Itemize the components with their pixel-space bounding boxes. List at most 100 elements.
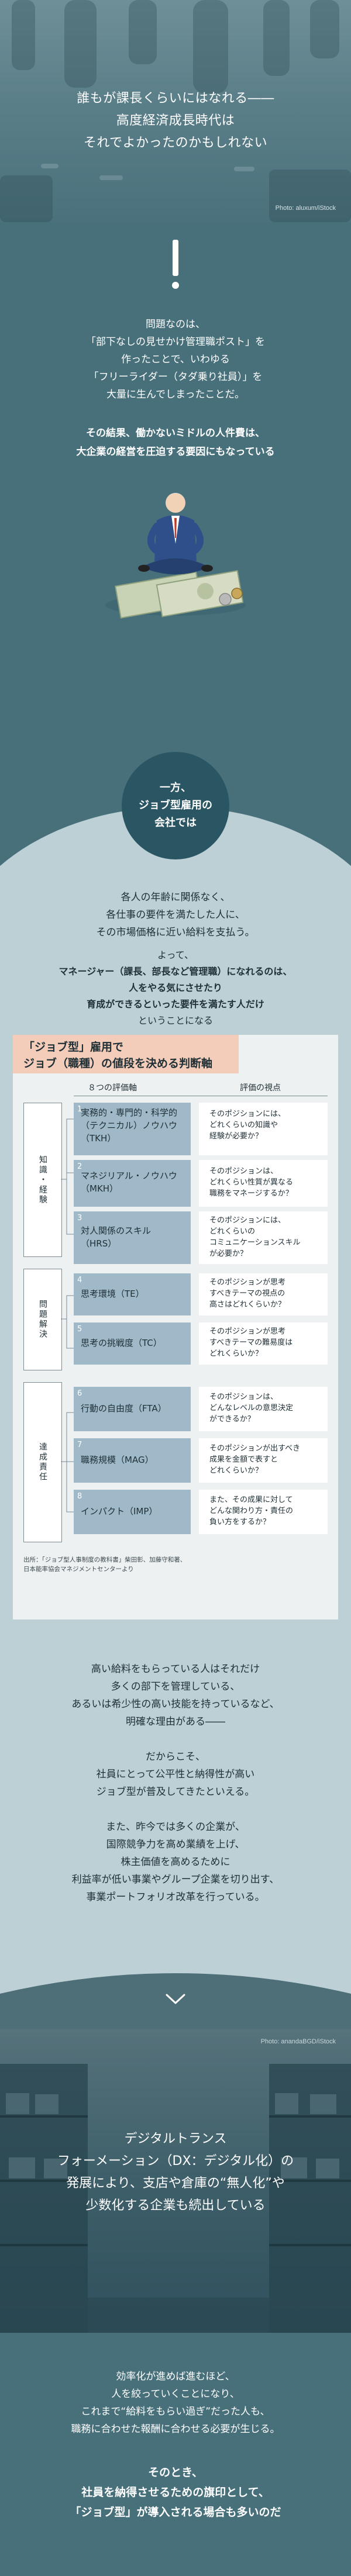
viewpoint-line: すべきテーマの難易度は	[209, 1338, 293, 1347]
viewpoint-3: そのポジションには、 どれくらいの コミュニケーションスキル が必要か？	[199, 1211, 328, 1264]
reasoning-line: 明確な理由がある――	[126, 1716, 225, 1728]
reasoning-line: 株主価値を高めるために	[121, 1856, 230, 1868]
reasoning-line: あるいは希少性の高い技能を持っているなど、	[71, 1698, 280, 1710]
viewpoint-line: が必要か？	[209, 1249, 248, 1258]
conclusion-line: 人を絞っていくことになり、	[111, 2388, 240, 2400]
exclamation-icon	[172, 240, 179, 289]
circle-line: 一方、	[160, 782, 191, 794]
problem-line: 作ったことで、いわゆる	[121, 354, 230, 365]
problem-section	[0, 222, 351, 737]
reasoning-text-2: だからこそ、 社員にとって公平性と納得性が高い ジョブ型が普及してきたといえる。	[0, 1748, 351, 1801]
viewpoint-6: そのポジションは、 どんなレベルの意思決定 ができるか？	[199, 1387, 328, 1431]
source-line: 日本能率協会マネジメントセンターより	[23, 1566, 134, 1573]
viewpoint-line: どんなレベルの意思決定	[209, 1404, 294, 1413]
item-label-line: 行動の自由度（FTA）	[81, 1403, 167, 1414]
reasoning-line: また、昨今では多くの企業が、	[106, 1821, 245, 1833]
axis-item-6: 6 行動の自由度（FTA）	[74, 1387, 191, 1431]
problem-text: 問題なのは、 「部下なしの見せかけ管理職ポスト」を 作ったことで、いわゆる 「フ…	[0, 316, 351, 403]
problem-line: 「部下なしの見せかけ管理職ポスト」を	[86, 336, 265, 348]
column-header-axes: ８つの評価軸	[88, 1083, 137, 1093]
viewpoint-line: そのポジションが思考	[209, 1327, 286, 1336]
photo-credit: Photo: anandaBGD/iStock	[260, 2038, 336, 2045]
item-label-line: 対人関係のスキル	[81, 1225, 152, 1236]
viewpoint-line: 成果を金額で表すと	[209, 1455, 278, 1464]
viewpoint-line: そのポジションは、	[209, 1167, 278, 1176]
viewpoint-text: そのポジションは、 どれくらい性質が異なる 職務をマネージするか？	[209, 1166, 321, 1199]
group-label-accountability: 達成責任	[23, 1382, 62, 1542]
job-type-line: 各人の年齢に関係なく、	[121, 892, 230, 903]
hero1-line: それでよかったのかもしれない	[83, 136, 268, 150]
viewpoint-8: また、その成果に対して どんな関わり方・責任の 負い方をするか？	[199, 1490, 328, 1534]
problem-emphasis: その結果、働かないミドルの人件費は、 大企業の経営を圧迫する要因にもなっている	[0, 424, 351, 461]
item-number: 8	[77, 1492, 82, 1501]
conclusion-line: これまで“給料をもらい過ぎ”だった人も、	[81, 2406, 270, 2418]
warehouse-photo: Photo: anandaBGD/iStock	[0, 2029, 351, 2333]
item-label-line: （HRS）	[81, 1238, 117, 1249]
dx-line: 発展により、支店や倉庫の“無人化”や	[66, 2176, 285, 2191]
curve-divider	[0, 1959, 351, 2035]
conclusion-emphasis: そのとき、 社員を納得させるための旗印として、 「ジョブ型」が導入される場合も多…	[0, 2463, 351, 2522]
viewpoint-1: そのポジションには、 どれくらいの知識や 経験が必要か？	[199, 1103, 328, 1155]
item-number: 3	[77, 1214, 82, 1223]
viewpoint-line: どれくらいの	[209, 1227, 256, 1236]
viewpoint-text: そのポジションには、 どれくらいの コミュニケーションスキル が必要か？	[209, 1215, 321, 1259]
table-title-line: ジョブ（職種）の値段を決める判断軸	[23, 1057, 213, 1070]
reasoning-line: ジョブ型が普及してきたといえる。	[96, 1786, 255, 1798]
viewpoint-2: そのポジションは、 どれくらい性質が異なる 職務をマネージするか？	[199, 1160, 328, 1207]
conclusion-bold-line: 社員を納得させるための旗印として、	[81, 2486, 270, 2499]
axis-item-8: 8 インパクト（IMP）	[74, 1490, 191, 1534]
viewpoint-line: どれくらいの知識や	[209, 1121, 278, 1130]
reasoning-line: 高い給料をもらっている人はそれだけ	[91, 1663, 260, 1675]
item-label: 行動の自由度（FTA）	[81, 1402, 167, 1415]
axis-item-1: 1 実務的・専門的・科学的 （テクニカル）ノウハウ （TKH）	[74, 1103, 191, 1155]
viewpoint-line: そのポジションは、	[209, 1393, 278, 1401]
item-label: 実務的・専門的・科学的 （テクニカル）ノウハウ （TKH）	[81, 1106, 177, 1145]
item-label: 思考環境（TE）	[81, 1287, 144, 1300]
axis-item-4: 4 思考環境（TE）	[74, 1273, 191, 1315]
conclusion-text: 効率化が進めば進むほど、 人を絞っていくことになり、 これまで“給料をもらい過ぎ…	[0, 2368, 351, 2438]
viewpoint-text: そのポジションには、 どれくらいの知識や 経験が必要か？	[209, 1109, 321, 1142]
crowd-photo: 誰もが課長くらいにはなれる―― 高度経済成長時代は それでよかったのかもしれない…	[0, 0, 351, 222]
section-divider	[0, 737, 351, 930]
job-type-line: 各仕事の要件を満たした人に、	[106, 909, 245, 921]
manager-requirement-text: よって、 マネージャー（課長、部長など管理職）になれるのは、 人をやる気にさせた…	[0, 947, 351, 1029]
reasoning-line: 国際競争力を高め業績を上げ、	[106, 1839, 245, 1850]
requirement-bold-line: マネージャー（課長、部長など管理職）になれるのは、	[58, 966, 292, 977]
problem-line: 大量に生んでしまったことだ。	[106, 389, 245, 400]
job-type-text: 各人の年齢に関係なく、 各仕事の要件を満たした人に、 その市場価格に近い給料を支…	[0, 889, 351, 941]
conclusion-bold-line: 「ジョブ型」が導入される場合も多いのだ	[70, 2506, 281, 2519]
requirement-line: よって、	[157, 949, 194, 961]
reasoning-line: 利益率が低い事業やグループ企業を切り出す、	[71, 1874, 280, 1886]
viewpoint-line: 高さはどれくらいか？	[209, 1300, 286, 1309]
item-label: 思考の挑戦度（TC）	[81, 1337, 162, 1349]
item-label: マネジリアル・ノウハウ （MKH）	[81, 1169, 177, 1195]
group-label-problem-solving: 問題解決	[23, 1269, 62, 1370]
reasoning-line: 事業ポートフォリオ改革を行っている。	[86, 1891, 265, 1903]
requirement-bold-line: 育成ができるといった要件を満たす人だけ	[87, 999, 264, 1010]
meditating-manager-illustration	[105, 493, 246, 619]
dx-line: 少数化する企業も続出している	[85, 2198, 266, 2213]
requirement-tail: ということになる	[137, 1015, 213, 1026]
viewpoint-line: 経験が必要か？	[209, 1132, 263, 1141]
item-number: 4	[77, 1276, 82, 1284]
item-number: 1	[77, 1105, 82, 1114]
viewpoint-line: ができるか？	[209, 1415, 255, 1424]
viewpoint-text: そのポジションは、 どんなレベルの意思決定 ができるか？	[209, 1391, 321, 1425]
item-label-line: 実務的・専門的・科学的	[81, 1107, 178, 1118]
item-label-line: （MKH）	[81, 1183, 119, 1194]
item-number: 6	[77, 1389, 82, 1398]
viewpoint-4: そのポジションが思考 すべきテーマの視点の 高さはどれくらいか？	[199, 1273, 328, 1315]
table-title-banner	[13, 1035, 239, 1073]
reasoning-text-3: また、昨今では多くの企業が、 国際競争力を高め業績を上げ、 株主価値を高めるため…	[0, 1818, 351, 1906]
viewpoint-text: そのポジションが出すべき 成果を金額で表すと どれくらいか？	[209, 1443, 321, 1476]
axis-item-5: 5 思考の挑戦度（TC）	[74, 1322, 191, 1365]
item-number: 7	[77, 1441, 82, 1449]
dx-line: フォーメーション（DX：デジタル化）の	[57, 2154, 294, 2168]
problem-bold-line: 大企業の経営を圧迫する要因にもなっている	[76, 446, 275, 458]
dx-heading: デジタルトランス フォーメーション（DX：デジタル化）の 発展により、支店や倉庫…	[0, 2128, 351, 2217]
problem-line: 問題なのは、	[146, 319, 205, 330]
item-number: 2	[77, 1162, 82, 1171]
viewpoint-text: そのポジションが思考 すべきテーマの視点の 高さはどれくらいか？	[209, 1277, 321, 1310]
reasoning-text-1: 高い給料をもらっている人はそれだけ 多くの部下を管理している、 あるいは希少性の…	[0, 1660, 351, 1731]
requirement-bold-line: 人をやる気にさせたり	[129, 982, 222, 993]
